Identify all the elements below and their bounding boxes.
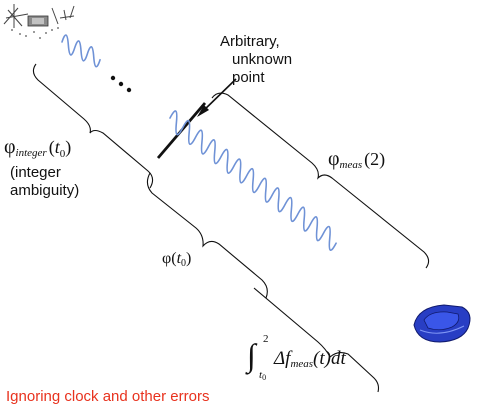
brace-meas (211, 92, 430, 269)
arbitrary-label-line3: point (232, 69, 265, 86)
integral-lower-limit: t0 (259, 369, 266, 382)
receiver-icon (413, 304, 471, 343)
footnote: Ignoring clock and other errors (6, 388, 209, 405)
integral-sign: ∫ (245, 337, 258, 375)
brace-integer-ambiguity (32, 63, 154, 189)
integer-ambiguity-line1: (integer (10, 164, 61, 181)
phi-t0-label: φ(t0) (162, 250, 191, 269)
brace-integral (253, 287, 380, 393)
arbitrary-label-line2: unknown (232, 51, 292, 68)
ellipsis-dots (110, 75, 132, 93)
carrier-wave-lower (169, 110, 337, 251)
carrier-wave-upper (61, 34, 101, 68)
phi-integer-label: φinteger(t0) (4, 136, 71, 160)
arbitrary-point-arrow (197, 78, 237, 117)
phi-meas-label: φmeas(2) (328, 148, 385, 171)
integer-ambiguity-line2: ambiguity) (10, 182, 79, 199)
arbitrary-label-line1: Arbitrary, (220, 33, 280, 50)
brace-phi-t0 (146, 172, 268, 299)
integral-expression: ∫ 2 t0 Δfmeas(t)dt (245, 333, 346, 382)
integrand: Δfmeas(t)dt (273, 348, 346, 370)
satellite-icon (3, 4, 75, 39)
integral-upper-limit: 2 (263, 333, 269, 345)
